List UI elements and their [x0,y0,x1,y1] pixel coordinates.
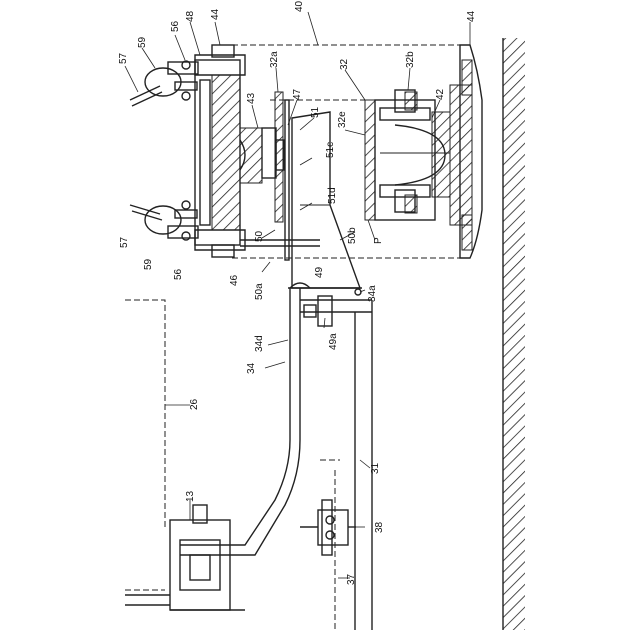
frame-40 [232,45,460,258]
label-56-top: 56 [170,20,181,32]
component-13 [125,505,245,610]
label-34d: 34d [254,335,265,352]
label-34a: 34a [367,285,378,302]
label-46: 46 [229,274,240,286]
label-32b: 32b [405,51,416,68]
label-40: 40 [294,0,305,12]
left-plate [200,75,240,230]
label-49: 49 [314,266,325,278]
label-49a: 49a [328,333,339,350]
label-59-bottom: 59 [143,258,154,270]
plate-32a [275,92,289,260]
label-50: 50 [254,230,265,242]
label-32e: 32e [337,111,348,128]
rod-50 [240,240,320,246]
label-48: 48 [185,10,196,22]
label-31: 31 [370,462,381,474]
label-34: 34 [246,362,257,374]
label-50a: 50a [254,283,265,300]
label-26: 26 [189,398,200,410]
block-49 [304,289,361,326]
label-42: 42 [435,88,446,100]
label-38: 38 [374,521,385,533]
label-32a: 32a [269,51,280,68]
clamp-32 [365,90,450,220]
label-51: 51 [310,106,321,118]
right-roller-44 [450,45,482,258]
label-P: P [373,237,384,244]
label-37: 37 [346,573,357,585]
latch-top [130,61,198,106]
arm-51 [292,112,360,288]
label-44-right: 44 [466,10,477,22]
label-50b: 50b [347,227,358,244]
label-32: 32 [339,58,350,70]
label-44-top: 44 [210,8,221,20]
label-43: 43 [246,92,257,104]
reference-labels: 40 44 44 48 56 59 57 32a 32 32b 43 47 51… [118,0,477,585]
label-57-bottom: 57 [119,236,130,248]
label-51d: 51d [327,187,338,204]
label-59-top: 59 [137,36,148,48]
vehicle-body-26 [125,300,165,590]
label-57-top: 57 [118,52,129,64]
label-47: 47 [292,88,303,100]
label-13: 13 [185,490,196,502]
ground-strip [503,38,525,630]
label-56-bottom: 56 [173,268,184,280]
axle-31 [300,460,356,630]
label-51c: 51c [325,142,336,158]
latch-bottom [130,201,198,240]
